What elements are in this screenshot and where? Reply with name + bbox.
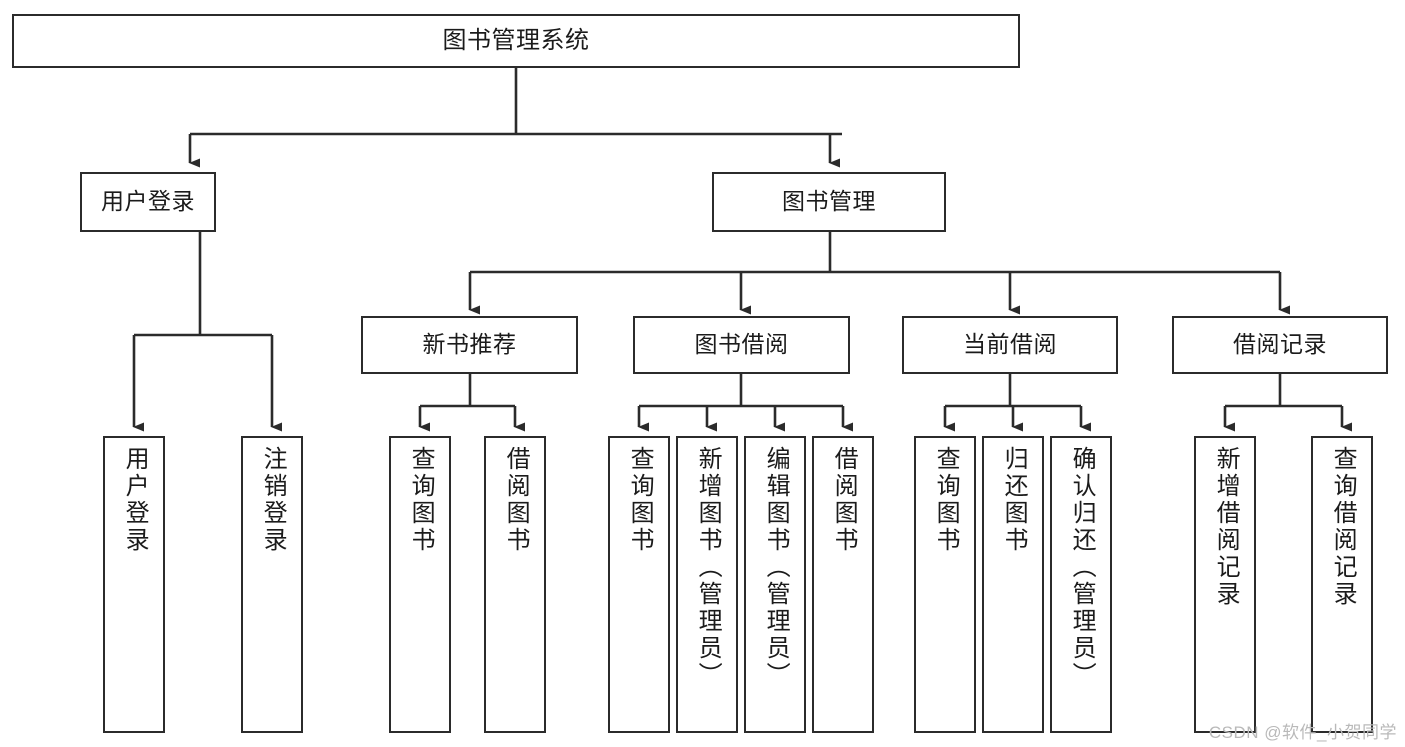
node-user-login[interactable]: 用户登录: [80, 172, 216, 232]
node-root[interactable]: 图书管理系统: [12, 14, 1020, 68]
node-current-borrow[interactable]: 当前借阅: [902, 316, 1118, 374]
node-leaf-borrow-book-1[interactable]: 借阅图书: [484, 436, 546, 733]
node-leaf-borrow-book-2[interactable]: 借阅图书: [812, 436, 874, 733]
node-new-book-rec[interactable]: 新书推荐: [361, 316, 578, 374]
node-leaf-confirm-return[interactable]: 确认归还（管理员）: [1050, 436, 1112, 733]
node-leaf-query-book-3[interactable]: 查询图书: [914, 436, 976, 733]
node-borrow-record-label: 借阅记录: [1233, 331, 1327, 358]
node-leaf-query-book-2[interactable]: 查询图书: [608, 436, 670, 733]
node-book-borrow-label: 图书借阅: [694, 331, 789, 358]
node-leaf-query-record-label: 查询借阅记录: [1329, 446, 1357, 608]
node-leaf-query-book-1[interactable]: 查询图书: [389, 436, 451, 733]
node-leaf-add-book-label: 新增图书（管理员）: [694, 446, 722, 689]
watermark-text: CSDN @软件_小贺同学: [1208, 723, 1397, 742]
node-leaf-logout[interactable]: 注销登录: [241, 436, 303, 733]
node-leaf-borrow-book-1-label: 借阅图书: [502, 446, 530, 554]
node-leaf-query-book-3-label: 查询图书: [932, 446, 960, 554]
node-leaf-return-book[interactable]: 归还图书: [982, 436, 1044, 733]
node-leaf-add-record[interactable]: 新增借阅记录: [1194, 436, 1256, 733]
node-book-manage[interactable]: 图书管理: [712, 172, 946, 232]
node-book-manage-label: 图书管理: [782, 188, 876, 215]
node-leaf-logout-label: 注销登录: [259, 446, 287, 554]
node-leaf-user-login[interactable]: 用户登录: [103, 436, 165, 733]
node-new-book-rec-label: 新书推荐: [422, 331, 517, 358]
node-leaf-query-record[interactable]: 查询借阅记录: [1311, 436, 1373, 733]
node-leaf-query-book-2-label: 查询图书: [626, 446, 654, 554]
node-borrow-record[interactable]: 借阅记录: [1172, 316, 1388, 374]
node-leaf-query-book-1-label: 查询图书: [407, 446, 435, 554]
node-leaf-borrow-book-2-label: 借阅图书: [830, 446, 858, 554]
node-leaf-add-book[interactable]: 新增图书（管理员）: [676, 436, 738, 733]
node-leaf-edit-book[interactable]: 编辑图书（管理员）: [744, 436, 806, 733]
node-user-login-label: 用户登录: [101, 188, 195, 215]
node-leaf-edit-book-label: 编辑图书（管理员）: [762, 446, 790, 689]
node-current-borrow-label: 当前借阅: [963, 331, 1057, 358]
node-leaf-add-record-label: 新增借阅记录: [1212, 446, 1240, 608]
node-leaf-user-login-label: 用户登录: [121, 446, 149, 554]
node-leaf-return-book-label: 归还图书: [1000, 446, 1028, 554]
node-root-label: 图书管理系统: [442, 26, 590, 54]
node-book-borrow[interactable]: 图书借阅: [633, 316, 850, 374]
node-leaf-confirm-return-label: 确认归还（管理员）: [1068, 446, 1096, 689]
